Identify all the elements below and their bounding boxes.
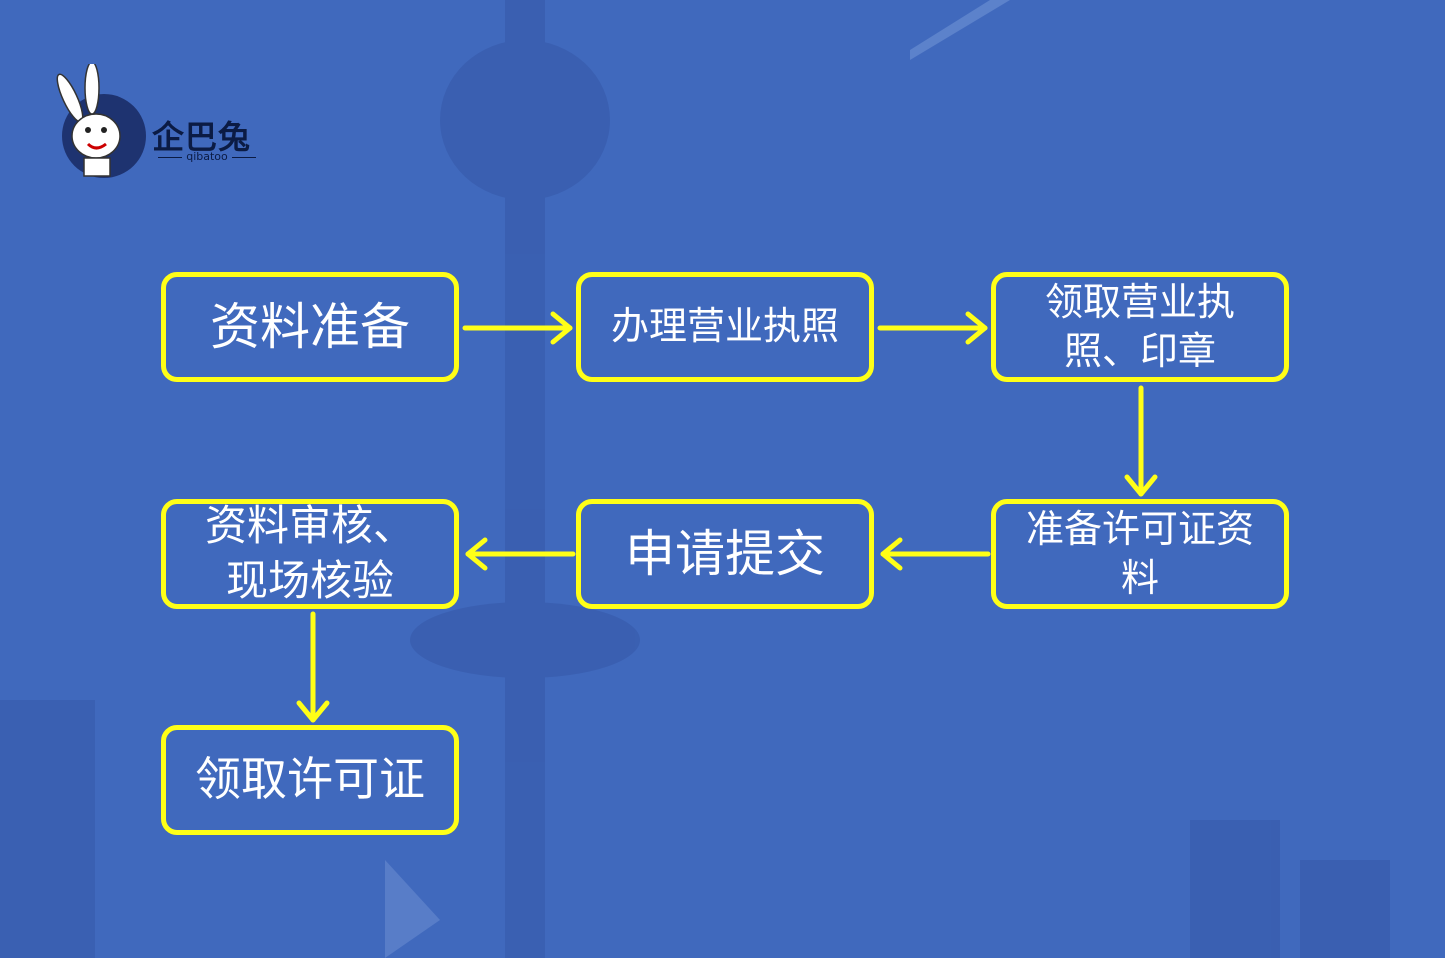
brand-subtitle: qibatoo (154, 150, 260, 163)
arrow-s2-s3 (877, 311, 988, 345)
step-box-s1: 资料准备 (161, 272, 459, 382)
step-box-s5: 申请提交 (576, 499, 874, 609)
step-label-s6: 资料审核、现场核验 (204, 501, 415, 605)
step-label-s1: 资料准备 (210, 297, 410, 356)
arrow-s3-s4 (1124, 385, 1158, 497)
arrow-s1-s2 (462, 311, 573, 345)
brand-logo: 企巴兔 qibatoo (48, 64, 268, 182)
rabbit-mascot-icon (56, 64, 146, 178)
step-box-s7: 领取许可证 (161, 725, 459, 835)
step-box-s2: 办理营业执照 (576, 272, 874, 382)
step-label-s3: 领取营业执照、印章 (1044, 279, 1235, 373)
step-box-s6: 资料审核、现场核验 (161, 499, 459, 609)
step-label-s5: 申请提交 (625, 524, 825, 583)
arrow-s6-s7 (296, 611, 330, 723)
step-label-s2: 办理营业执照 (610, 304, 839, 349)
step-box-s4: 准备许可证资料 (991, 499, 1289, 609)
arrow-s5-s6 (465, 537, 576, 571)
step-box-s3: 领取营业执照、印章 (991, 272, 1289, 382)
step-label-s7: 领取许可证 (195, 752, 425, 807)
step-label-s4: 准备许可证资料 (1025, 506, 1254, 600)
arrow-s4-s5 (880, 537, 991, 571)
